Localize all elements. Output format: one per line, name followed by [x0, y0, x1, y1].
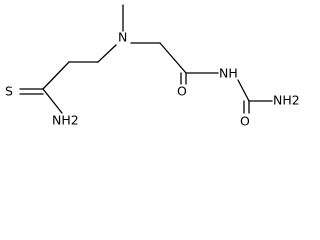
- atom-o-amide: O: [177, 84, 187, 99]
- bonds: [19, 4, 273, 114]
- atom-o-urea: O: [240, 114, 250, 129]
- bond-ch2-thioamide-c: [42, 61, 70, 90]
- bond-c-nh2-thioamide: [42, 88, 63, 114]
- atom-n-amine: N: [118, 30, 127, 45]
- atom-s: S: [5, 84, 13, 99]
- bond-n-ch2-left: [97, 44, 117, 63]
- bond-nh-urea-c: [237, 79, 250, 102]
- bond-ch2-carbonyl-c: [159, 42, 187, 74]
- atom-nh-imide: NH: [219, 66, 238, 81]
- atom-labels: S NH2 N O NH O NH2: [5, 30, 300, 129]
- atom-nh2-thioamide: NH2: [52, 113, 79, 128]
- molecule-structure: S NH2 N O NH O NH2: [5, 4, 300, 129]
- atom-nh2-urea: NH2: [273, 93, 300, 108]
